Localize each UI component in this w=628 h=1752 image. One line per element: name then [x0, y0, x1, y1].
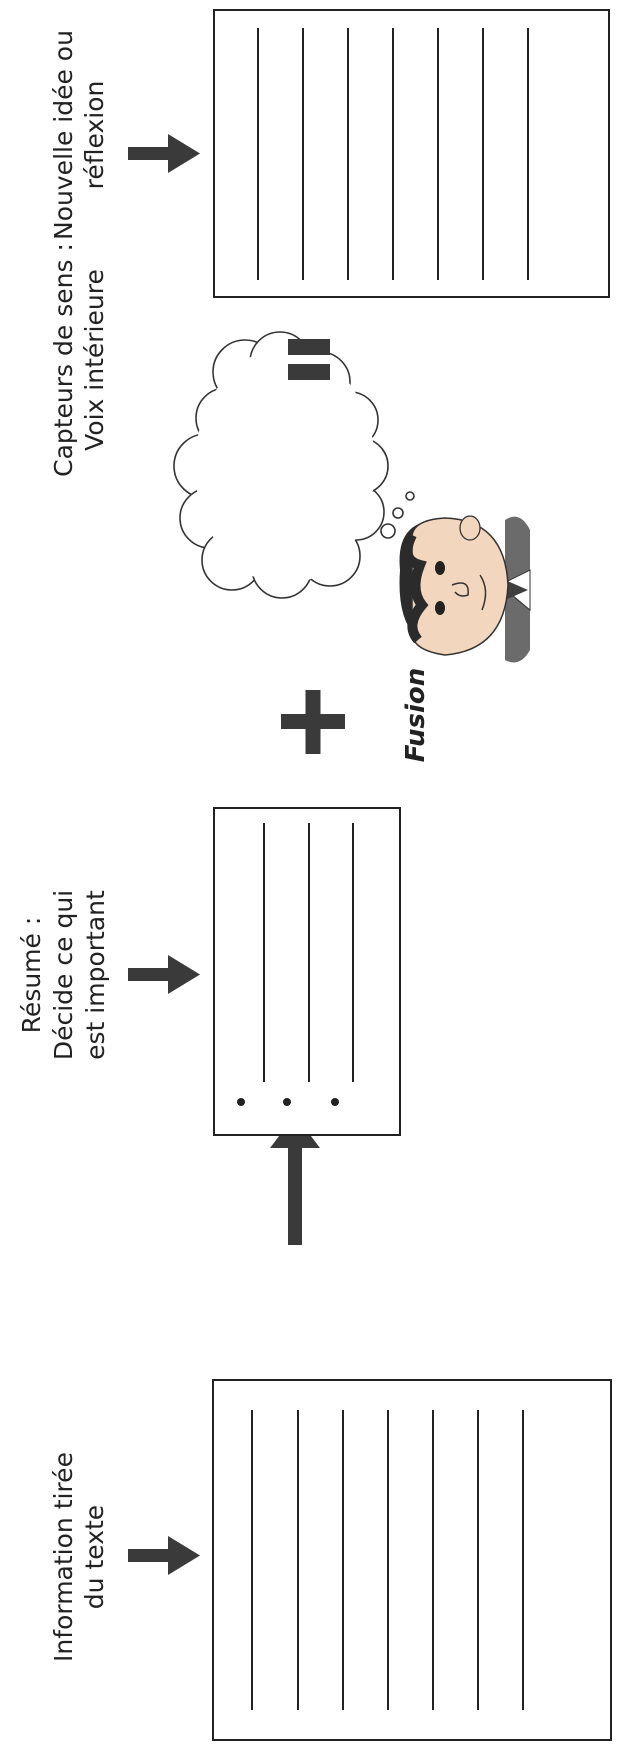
step-resume: Résumé : Décide ce qui est important — [17, 807, 401, 1136]
resume-bullet — [331, 1098, 339, 1106]
arrow-to-information-box — [128, 1536, 200, 1575]
arrow-to-resume-box — [128, 955, 200, 994]
step-capteurs: Capteurs de sens : Voix intérieure — [49, 243, 531, 663]
resume-box — [213, 807, 401, 1136]
thought-bubbles — [380, 491, 415, 539]
label-resume-line-1: Résumé : — [17, 917, 46, 1034]
arrow-to-nouvelle-box — [128, 134, 200, 173]
information-box — [212, 1379, 612, 1741]
step-nouvelle: Nouvelle idée ou réflexion — [49, 9, 610, 298]
label-resume-line-2: Décide ce qui — [49, 890, 78, 1060]
label-capteurs-line-1: Capteurs de sens : — [49, 243, 78, 477]
label-capteurs-line-2: Voix intérieure — [80, 269, 109, 451]
resume-bullet — [237, 1098, 245, 1106]
fusion-label: Fusion — [401, 668, 431, 763]
nouvelle-box — [213, 9, 610, 298]
plus-sign — [281, 690, 345, 754]
resume-bullet — [283, 1098, 291, 1106]
boy-illustration — [399, 515, 531, 663]
label-resume-line-3: est important — [81, 890, 110, 1060]
label-nouvelle-line-1: Nouvelle idée ou — [49, 30, 78, 240]
label-information-line-1: Information tirée — [49, 1452, 78, 1662]
thought-cloud — [173, 331, 389, 599]
equals-sign — [288, 339, 330, 380]
label-information-line-2: du texte — [80, 1505, 109, 1609]
step-information: Information tirée du texte — [49, 1379, 612, 1741]
label-nouvelle-line-2: réflexion — [80, 81, 109, 190]
